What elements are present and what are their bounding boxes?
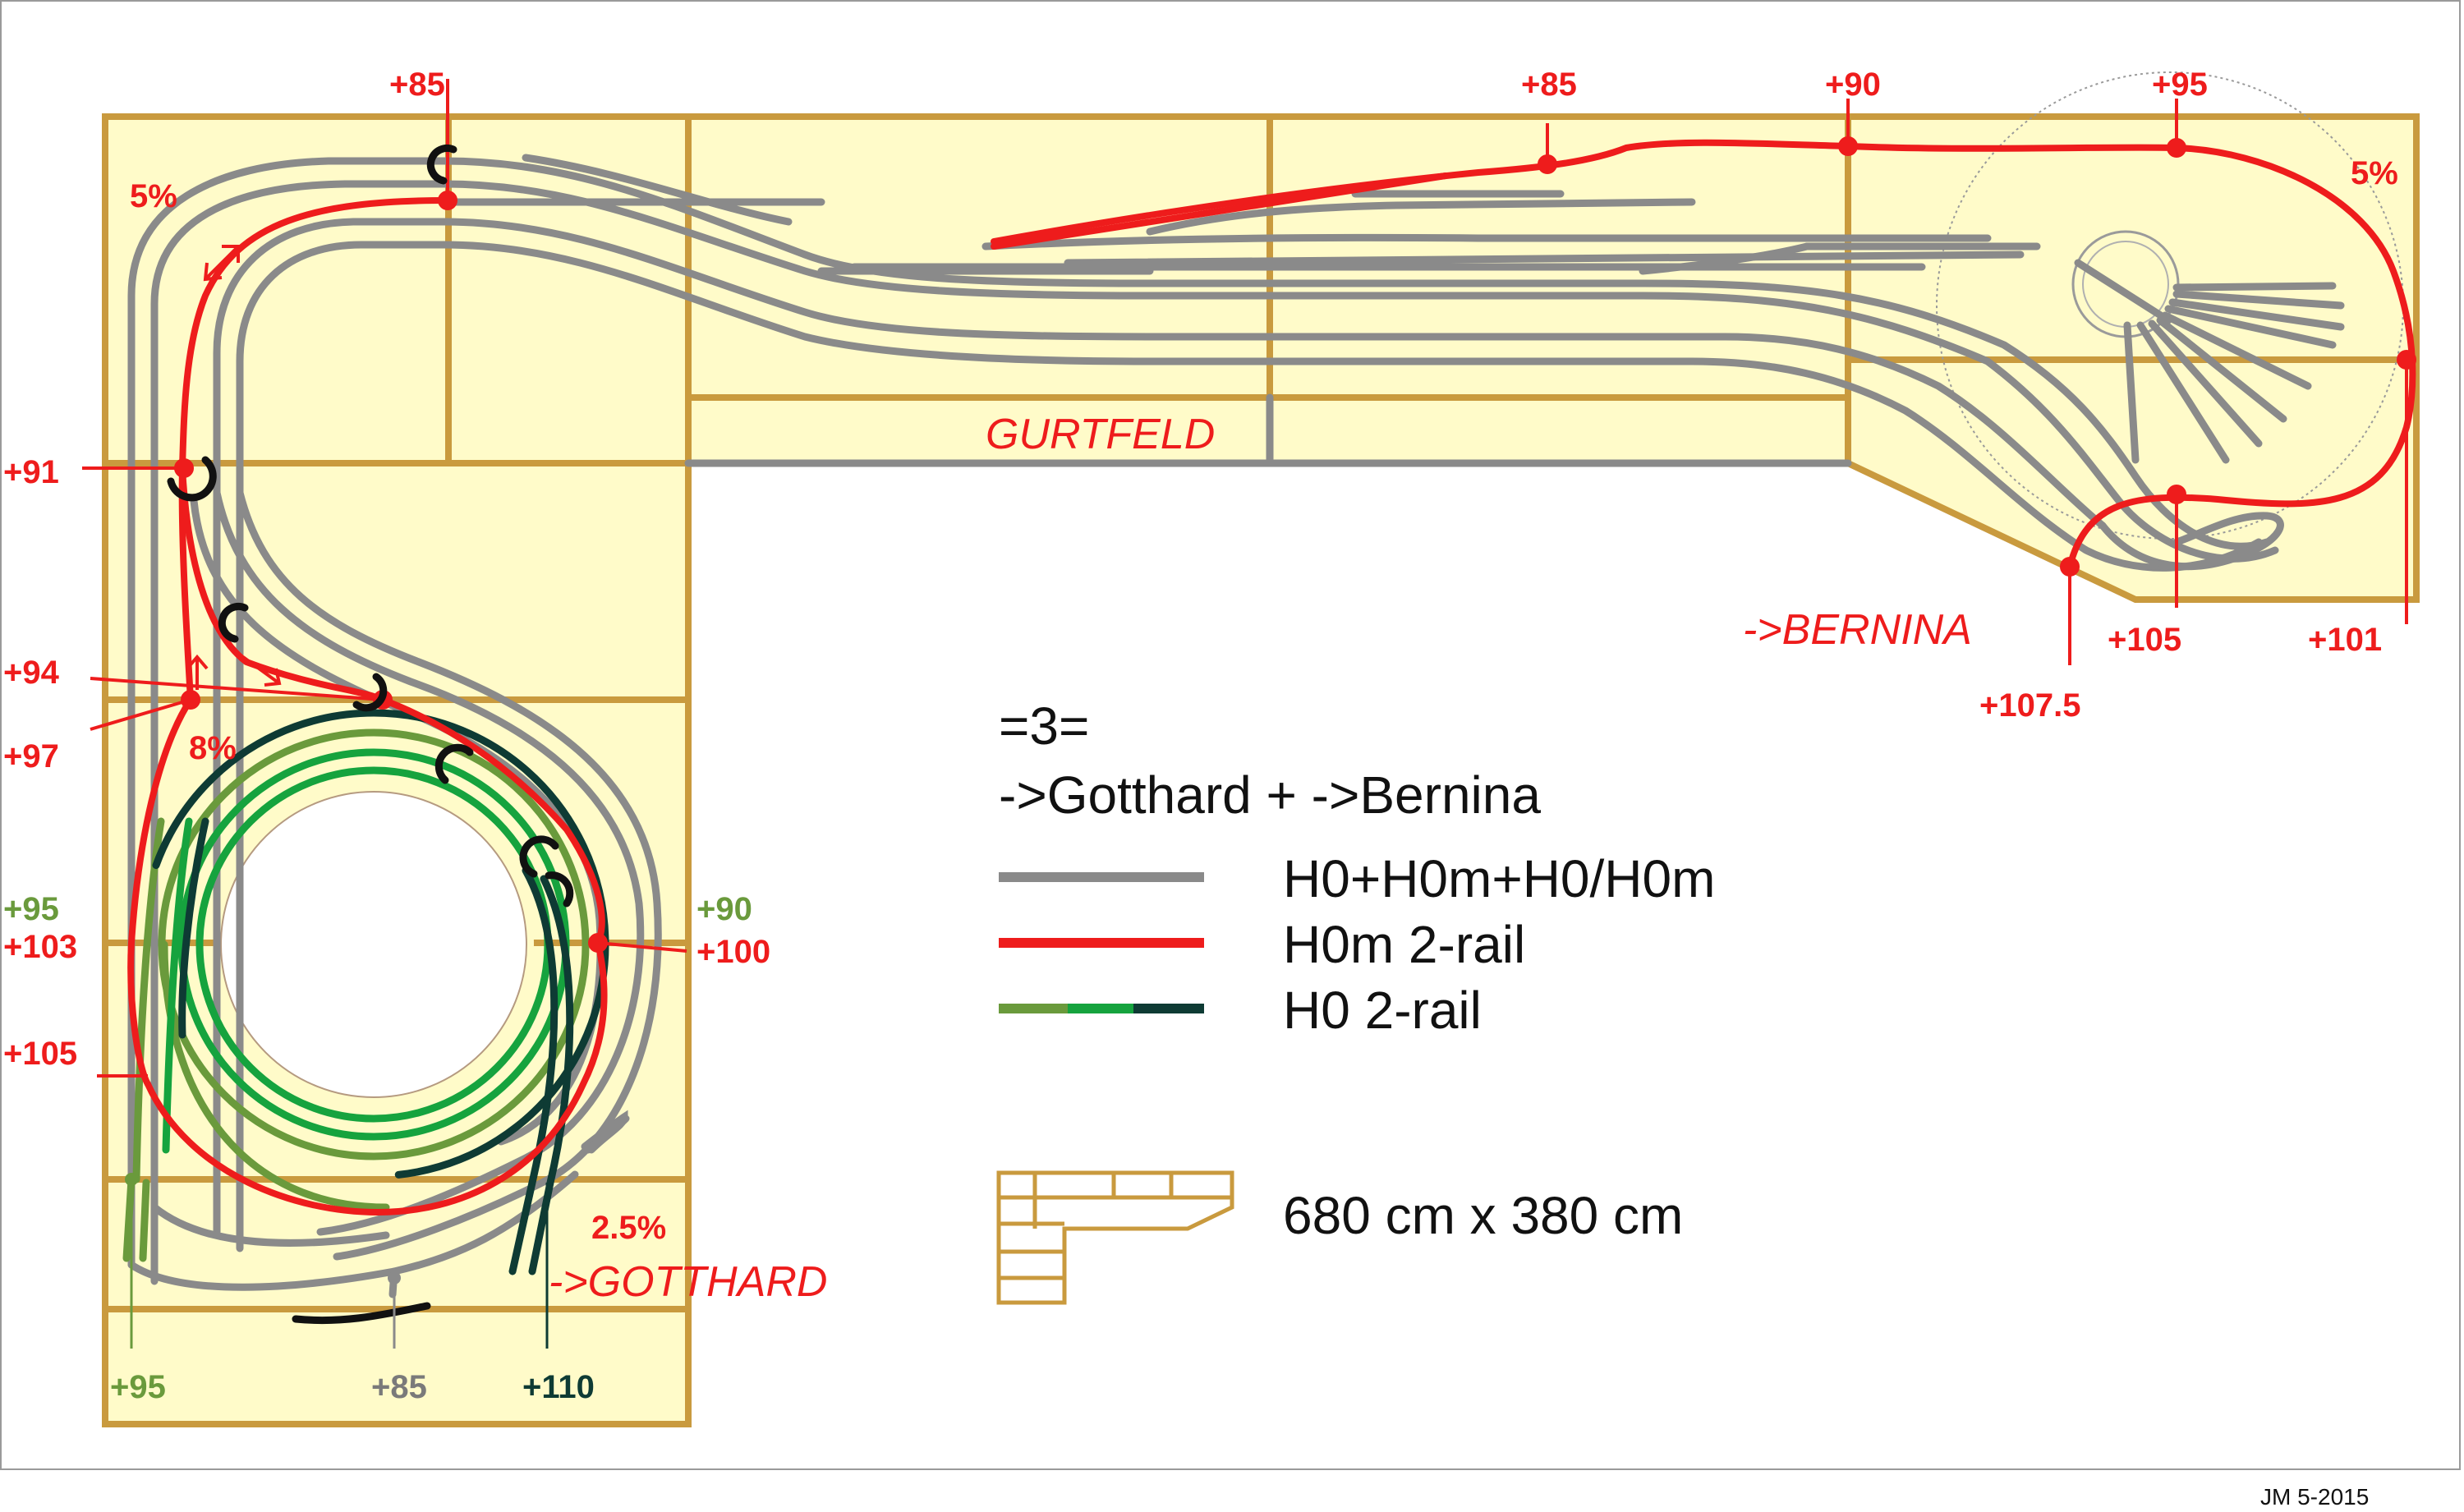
- grade-labels: 5% 5% 8% 2.5%: [130, 155, 2398, 1246]
- height-top-95: +95: [2152, 67, 2208, 103]
- grade-top-right: 5%: [2351, 155, 2398, 191]
- legend-item-green: H0 2-rail: [1283, 981, 1482, 1040]
- station-bernina: ->BERNINA: [1743, 606, 1972, 654]
- legend-item-red: H0m 2-rail: [1283, 915, 1525, 974]
- grey-tracks: [127, 154, 2345, 1298]
- height-top-90: +90: [1825, 67, 1881, 103]
- grade-bottom: 2.5%: [591, 1210, 666, 1246]
- height-left-95-green: +95: [3, 891, 59, 927]
- legend-subtitle: ->Gotthard + ->Bernina: [999, 765, 1541, 825]
- height-right-101: +101: [2308, 622, 2382, 658]
- height-left-97: +97: [3, 738, 59, 774]
- height-mid-90-green: +90: [696, 891, 752, 927]
- station-labels: GURTFELD ->BERNINA ->GOTTHARD: [549, 411, 1972, 1306]
- height-right-105: +105: [2108, 622, 2181, 658]
- height-bottom-85-grey: +85: [371, 1369, 427, 1405]
- height-mid-100: +100: [696, 934, 770, 970]
- legend-title: =3=: [999, 696, 1089, 756]
- red-height-markers: [82, 79, 2416, 1078]
- height-left-94: +94: [3, 655, 60, 691]
- height-bottom-110-dark: +110: [522, 1369, 595, 1405]
- station-gurtfeld: GURTFELD: [986, 411, 1215, 458]
- height-left-103: +103: [3, 929, 77, 965]
- green-tracks: [122, 709, 609, 1275]
- grade-top-left: 5%: [130, 178, 177, 214]
- legend: =3= ->Gotthard + ->Bernina H0+H0m+H0/H0m…: [996, 696, 1715, 1305]
- helix-opening: [220, 791, 527, 1098]
- grade-left-mid: 8%: [189, 730, 237, 766]
- legend-size: 680 cm x 380 cm: [1283, 1186, 1683, 1245]
- height-left-105: +105: [3, 1036, 77, 1072]
- height-bottom-95-green: +95: [110, 1369, 166, 1405]
- height-top-left-85: +85: [389, 67, 445, 103]
- height-top-mid-85: +85: [1521, 67, 1577, 103]
- height-right-107-5: +107.5: [1979, 687, 2080, 724]
- height-left-91: +91: [3, 454, 59, 490]
- station-gotthard: ->GOTTHARD: [549, 1258, 827, 1306]
- author-credit: JM 5-2015: [2260, 1484, 2369, 1508]
- exit-ticks: [125, 1173, 549, 1349]
- tunnel-portals: [167, 144, 574, 1325]
- layout-outline-icon: [996, 1170, 1234, 1305]
- legend-item-grey: H0+H0m+H0/H0m: [1283, 849, 1715, 908]
- height-labels: +85 +85 +90 +95 +91 +94 +97 +95 +103 +10…: [3, 67, 2382, 1405]
- image-frame: [0, 0, 2461, 1470]
